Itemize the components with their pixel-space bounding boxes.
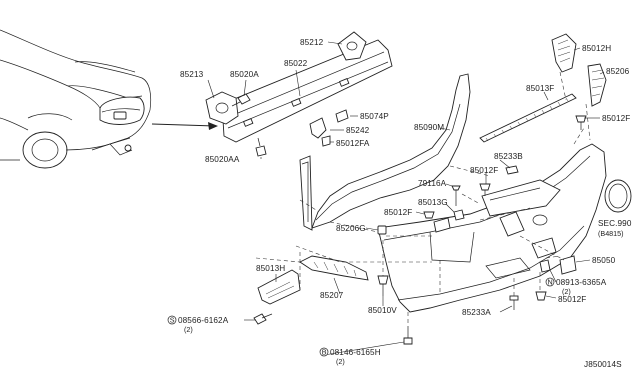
label-sec990: SEC.990 [598,219,632,228]
diagram-code: J850014S [584,360,622,369]
label-85233A: 85233A [462,308,491,317]
label-85012FA: 85012FA [336,139,370,148]
label-85010V: 85010V [368,306,397,315]
bolt-08566 [253,313,273,325]
label-08566-qty: (2) [184,325,193,334]
clip-85012FA [321,135,331,147]
label-85074P: 85074P [360,112,389,121]
label-85207: 85207 [320,291,344,300]
label-85090M: 85090M [414,123,444,132]
label-08913-number: 08913-6365A [556,278,607,287]
nut-prefix-n: N [548,278,553,287]
label-85233B: 85233B [494,152,523,161]
label-85213: 85213 [180,70,204,79]
part-labels: 85212 85213 85020A 85022 85074P 85242 85… [167,38,632,369]
label-85012F-right: 85012F [602,114,630,123]
label-85020A: 85020A [230,70,259,79]
bracket-85013H [257,269,301,305]
bumper-reinforcement-85022 [221,39,393,143]
bracket-85213 [205,91,239,125]
clip-79116A [451,185,461,206]
clip-85012F-low [535,291,547,301]
label-85012F-left: 85012F [384,208,412,217]
tow-hook-cover-sec990 [604,179,632,213]
label-85022: 85022 [284,59,308,68]
bracket-85207 [299,255,369,281]
label-08913-qty: (2) [562,287,571,296]
trim-strip-85013F [479,93,577,143]
screw-85233A [509,295,519,310]
bracket-85242 [309,117,327,139]
label-08913: N 08913-6365A (2) [545,278,607,296]
nut-08913 [539,259,551,273]
bracket-85050 [559,255,577,275]
clip-85074P [335,109,349,123]
bolt-08146 [403,326,413,345]
label-85012F-mid: 85012F [470,166,498,175]
label-79116A: 79116A [418,179,447,188]
assembly-guide-lines [255,71,591,326]
clip-85206G [377,225,387,235]
energy-absorber-85090M [299,73,471,231]
label-85013H: 85013H [256,264,285,273]
vehicle-rear-illustration [0,29,152,169]
clip-85010V [377,275,389,296]
label-85012F-low: 85012F [558,295,586,304]
label-08146: B 08146-6165H (2) [319,348,381,366]
license-lamp-panel [481,179,561,217]
label-85242: 85242 [346,126,370,135]
label-sec990-sub: (B4815) [598,229,624,238]
bolt-prefix-b: B [322,348,327,357]
label-85212: 85212 [300,38,324,47]
clip-85013G [453,209,465,221]
clip-85012F-left [423,211,435,219]
bracket-85212 [337,31,367,61]
label-85013G: 85013G [418,198,448,207]
label-85012H: 85012H [582,44,611,53]
label-85206: 85206 [606,67,630,76]
label-08146-number: 08146-6165H [330,348,381,357]
bracket-85012H [551,33,577,73]
clip-85012F-mid [479,183,491,196]
label-85206G: 85206G [336,224,366,233]
assembly-arrow [151,122,218,130]
label-08146-qty: (2) [336,357,345,366]
bracket-85206 [587,63,607,107]
label-08566: S 08566-6162A (2) [167,316,229,334]
bolt-85020AA [255,137,267,157]
bolt-prefix-s: S [170,316,175,325]
label-08566-number: 08566-6162A [178,316,229,325]
label-85013F: 85013F [526,84,554,93]
bolt-85020A [231,93,251,107]
clip-85012F-right [575,115,587,130]
clip-85233B [505,165,519,175]
leader-lines [207,41,617,356]
label-85050: 85050 [592,256,616,265]
label-85020AA: 85020AA [205,155,240,164]
